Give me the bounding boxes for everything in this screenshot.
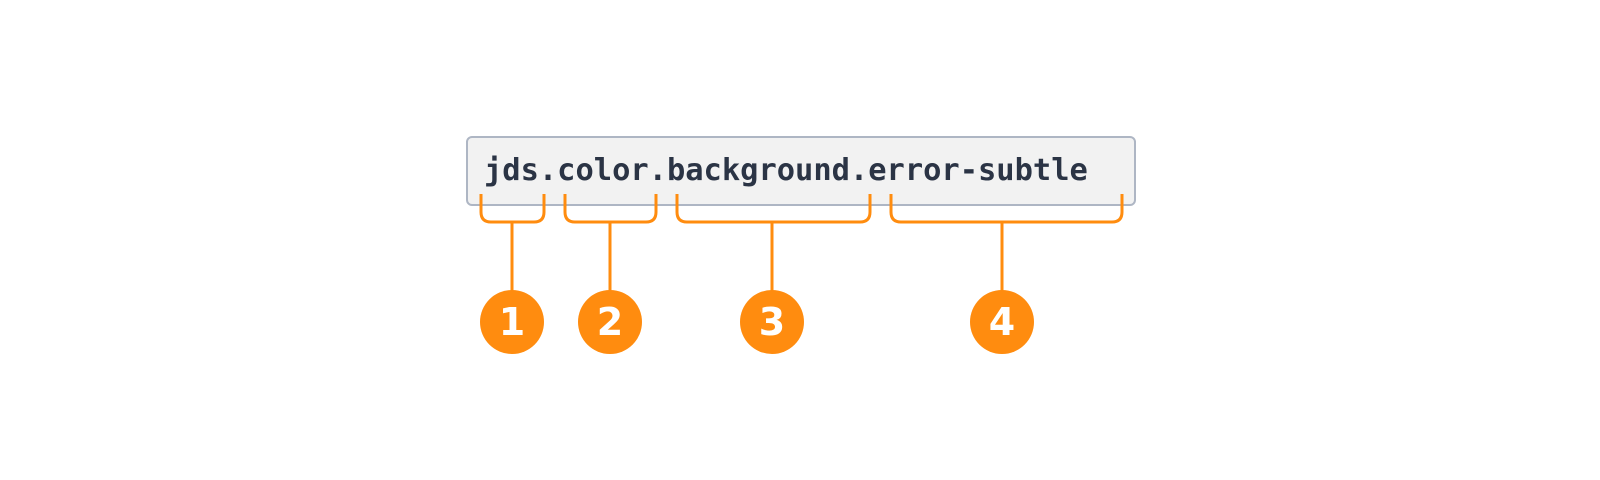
bracket-4	[889, 194, 1124, 224]
bracket-2	[563, 194, 658, 224]
token-code-box	[466, 136, 1136, 206]
token-name-text: jds.color.background.error-subtle	[484, 153, 1088, 188]
segment-marker-1: 1	[480, 290, 544, 354]
segment-marker-3: 3	[740, 290, 804, 354]
bracket-1	[479, 194, 546, 224]
segment-marker-2: 2	[578, 290, 642, 354]
segment-marker-4: 4	[970, 290, 1034, 354]
bracket-3	[675, 194, 872, 224]
